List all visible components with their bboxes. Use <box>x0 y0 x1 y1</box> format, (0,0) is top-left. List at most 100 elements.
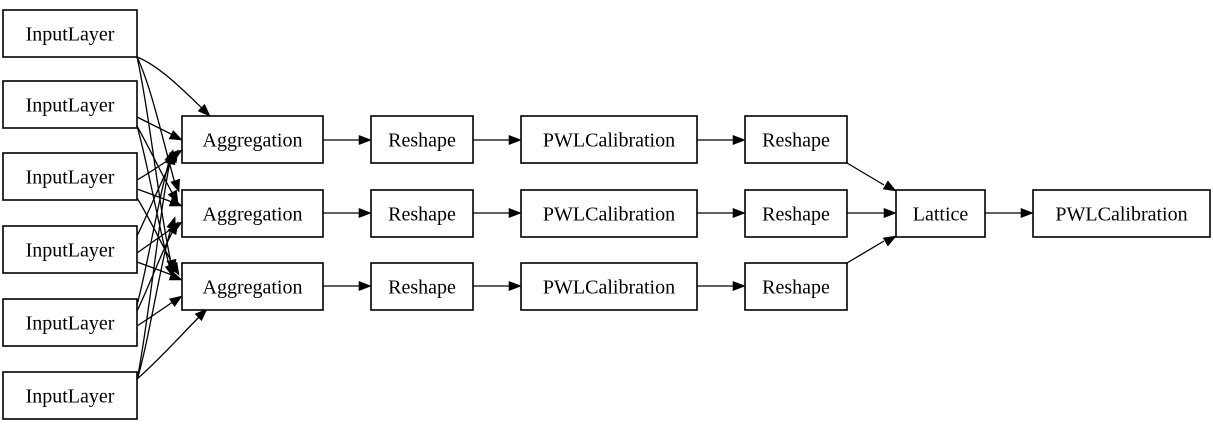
node-label: InputLayer <box>26 240 115 262</box>
arrowhead-icon <box>358 207 372 219</box>
node-pwl_3[interactable]: PWLCalibration <box>520 262 698 311</box>
node-rs_3[interactable]: Reshape <box>370 262 474 311</box>
edge-rs_5-to-lattice <box>847 207 897 219</box>
edge-agg_2-to-rs_2 <box>323 207 372 219</box>
node-label: Reshape <box>762 277 830 299</box>
node-input_4[interactable]: InputLayer <box>2 225 138 274</box>
arrowhead-icon <box>168 270 183 281</box>
arrowhead-icon <box>194 308 208 322</box>
node-box[interactable] <box>2 225 138 274</box>
node-input_3[interactable]: InputLayer <box>2 152 138 201</box>
edge-pwl_3-to-rs_6 <box>697 280 746 292</box>
edge-input_4-to-agg_3 <box>136 261 183 281</box>
arrowhead-icon <box>168 196 183 207</box>
node-agg_2[interactable]: Aggregation <box>181 189 324 238</box>
node-box[interactable] <box>2 298 138 347</box>
node-lattice[interactable]: Lattice <box>895 189 986 238</box>
arrowhead-icon <box>508 280 522 292</box>
node-rs_6[interactable]: Reshape <box>744 262 848 311</box>
node-box[interactable] <box>2 371 138 420</box>
edge-input_6-to-agg_2 <box>136 216 176 381</box>
arrowhead-icon <box>170 178 180 193</box>
edge-lattice-to-pwl_out <box>985 207 1034 219</box>
node-box[interactable] <box>744 115 848 164</box>
node-box[interactable] <box>744 189 848 238</box>
node-input_6[interactable]: InputLayer <box>2 371 138 420</box>
arrowhead-icon <box>883 207 897 219</box>
node-box[interactable] <box>370 262 474 311</box>
node-box[interactable] <box>181 262 324 311</box>
arrowhead-icon <box>732 280 746 292</box>
arrowhead-icon <box>358 134 372 146</box>
node-box[interactable] <box>181 189 324 238</box>
edge-line <box>846 240 885 264</box>
node-box[interactable] <box>370 189 474 238</box>
node-agg_3[interactable]: Aggregation <box>181 262 324 311</box>
node-box[interactable] <box>181 115 324 164</box>
edge-input_6-to-agg_3 <box>136 308 208 380</box>
node-box[interactable] <box>1032 189 1211 238</box>
node-pwl_1[interactable]: PWLCalibration <box>520 115 698 164</box>
arrowhead-icon <box>1020 207 1034 219</box>
node-input_1[interactable]: InputLayer <box>2 9 138 58</box>
edge-input_3-to-agg_3 <box>136 197 180 276</box>
node-rs_4[interactable]: Reshape <box>744 115 848 164</box>
node-label: InputLayer <box>26 167 115 189</box>
node-label: InputLayer <box>26 386 115 408</box>
edge-line <box>136 312 204 380</box>
edge-pwl_2-to-rs_5 <box>697 207 746 219</box>
edge-rs_4-to-lattice <box>846 162 897 192</box>
edge-input_1-to-agg_2 <box>136 56 180 193</box>
node-box[interactable] <box>744 262 848 311</box>
node-box[interactable] <box>520 189 698 238</box>
node-rs_1[interactable]: Reshape <box>370 115 474 164</box>
edge-rs_2-to-pwl_2 <box>473 207 522 219</box>
node-pwl_out[interactable]: PWLCalibration <box>1032 189 1211 238</box>
node-input_2[interactable]: InputLayer <box>2 80 138 129</box>
node-label: Reshape <box>762 130 830 152</box>
arrowhead-icon <box>732 134 746 146</box>
node-agg_1[interactable]: Aggregation <box>181 115 324 164</box>
edge-agg_1-to-rs_1 <box>323 134 372 146</box>
edge-line <box>136 226 176 312</box>
node-label: Reshape <box>388 130 456 152</box>
node-label: PWLCalibration <box>543 204 675 226</box>
node-label: PWLCalibration <box>543 277 675 299</box>
node-label: InputLayer <box>26 95 115 117</box>
edge-line <box>136 197 177 271</box>
node-box[interactable] <box>370 115 474 164</box>
node-box[interactable] <box>520 115 698 164</box>
edge-line <box>136 56 207 113</box>
arrowhead-icon <box>882 180 897 192</box>
edge-line <box>136 56 177 188</box>
node-label: Reshape <box>388 277 456 299</box>
node-label: Reshape <box>762 204 830 226</box>
node-box[interactable] <box>895 189 986 238</box>
node-box[interactable] <box>520 262 698 311</box>
edge-line <box>136 125 176 199</box>
node-label: Reshape <box>388 204 456 226</box>
arrowhead-icon <box>165 151 176 166</box>
edge-input_1-to-agg_1 <box>136 56 211 117</box>
node-box[interactable] <box>2 9 138 58</box>
node-rs_2[interactable]: Reshape <box>370 189 474 238</box>
edge-rs_1-to-pwl_1 <box>473 134 522 146</box>
edge-line <box>136 56 173 268</box>
arrowhead-icon <box>168 130 183 141</box>
edge-input_2-to-agg_1 <box>136 116 183 141</box>
edge-line <box>136 154 172 306</box>
edge-line <box>136 156 172 381</box>
node-label: Aggregation <box>203 277 303 299</box>
node-box[interactable] <box>2 152 138 201</box>
edge-rs_6-to-lattice <box>846 235 897 264</box>
edge-input_3-to-agg_2 <box>136 188 183 207</box>
node-input_5[interactable]: InputLayer <box>2 298 138 347</box>
node-rs_5[interactable]: Reshape <box>744 189 848 238</box>
arrowhead-icon <box>197 103 211 117</box>
node-pwl_2[interactable]: PWLCalibration <box>520 189 698 238</box>
node-label: InputLayer <box>26 313 115 335</box>
node-box[interactable] <box>2 80 138 129</box>
node-label: Lattice <box>913 204 969 226</box>
